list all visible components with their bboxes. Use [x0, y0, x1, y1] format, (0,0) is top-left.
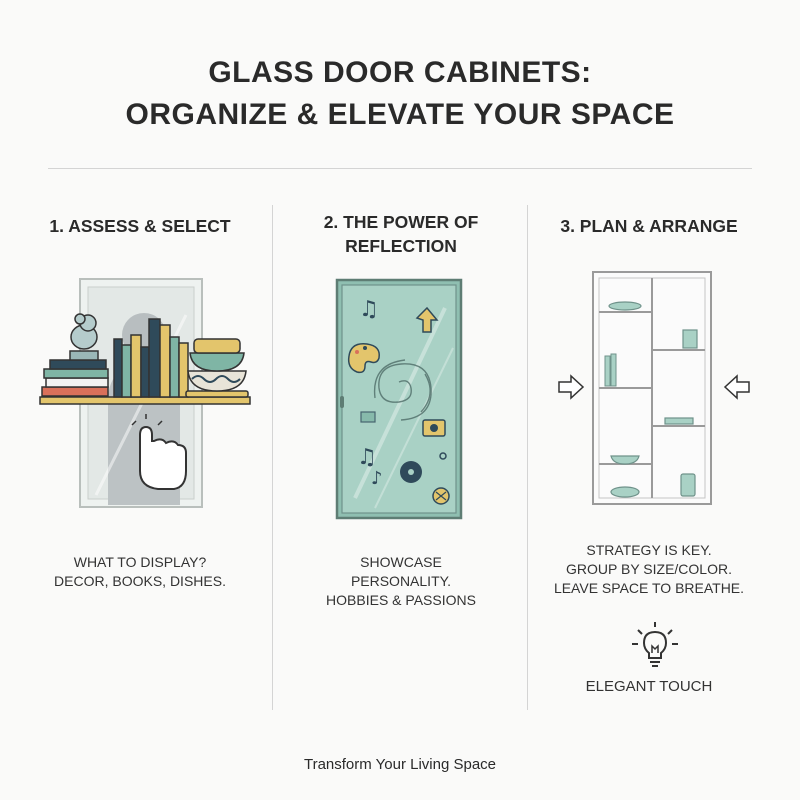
title-line-1: GLASS DOOR CABINETS:	[208, 56, 592, 89]
footer-tagline: Transform Your Living Space	[303, 756, 497, 773]
column-3-text-line: LEAVE SPACE TO BREATHE.	[553, 580, 745, 596]
column-2-heading-line: 2. THE POWER OF	[323, 212, 479, 232]
column-divider-1	[272, 205, 273, 710]
column-1-text-line: WHAT TO DISPLAY?	[73, 554, 207, 570]
column-3-text: STRATEGY IS KEY. GROUP BY SIZE/COLOR. LE…	[540, 541, 758, 598]
column-1-text-line: DECOR, BOOKS, DISHES.	[54, 573, 226, 589]
column-divider-2	[527, 205, 528, 710]
column-2-text-line: HOBBIES & PASSIONS	[326, 592, 476, 608]
column-2-heading-line: REFLECTION	[345, 236, 457, 256]
column-2-text-line: SHOWCASE	[360, 554, 442, 570]
lightbulb-icon	[632, 622, 678, 667]
column-1-text: WHAT TO DISPLAY? DECOR, BOOKS, DISHES.	[30, 553, 250, 591]
page-title: GLASS DOOR CABINETS: ORGANIZE & ELEVATE …	[0, 52, 800, 136]
column-1-heading: 1. ASSESS & SELECT	[30, 214, 250, 238]
column-2-text: SHOWCASE PERSONALITY. HOBBIES & PASSIONS	[290, 553, 512, 610]
title-divider	[48, 168, 752, 169]
cabinet-shelves-icon	[558, 271, 750, 505]
title-line-2: ORGANIZE & ELEVATE YOUR SPACE	[125, 98, 675, 131]
column-3-heading: 3. PLAN & ARRANGE	[540, 214, 758, 238]
tip-text: ELEGANT TOUCH	[585, 678, 713, 695]
shelf-with-books-and-pointing-hand-icon	[39, 278, 251, 508]
svg-text:♪: ♪	[371, 468, 383, 489]
svg-text:♫: ♫	[359, 297, 379, 322]
svg-text:♫: ♫	[357, 445, 377, 470]
elegant-touch-label: ELEGANT TOUCH	[540, 677, 758, 696]
column-3-text-line: STRATEGY IS KEY.	[586, 542, 712, 558]
column-3-heading-line: 3. PLAN & ARRANGE	[560, 216, 738, 236]
column-3-text-line: GROUP BY SIZE/COLOR.	[566, 561, 732, 577]
column-2-text-line: PERSONALITY.	[350, 573, 452, 589]
glass-door-reflection-icon: ♫ ♫ ♪	[335, 278, 463, 520]
column-2-heading: 2. THE POWER OF REFLECTION	[290, 210, 512, 258]
column-1-heading-line: 1. ASSESS & SELECT	[49, 216, 231, 236]
